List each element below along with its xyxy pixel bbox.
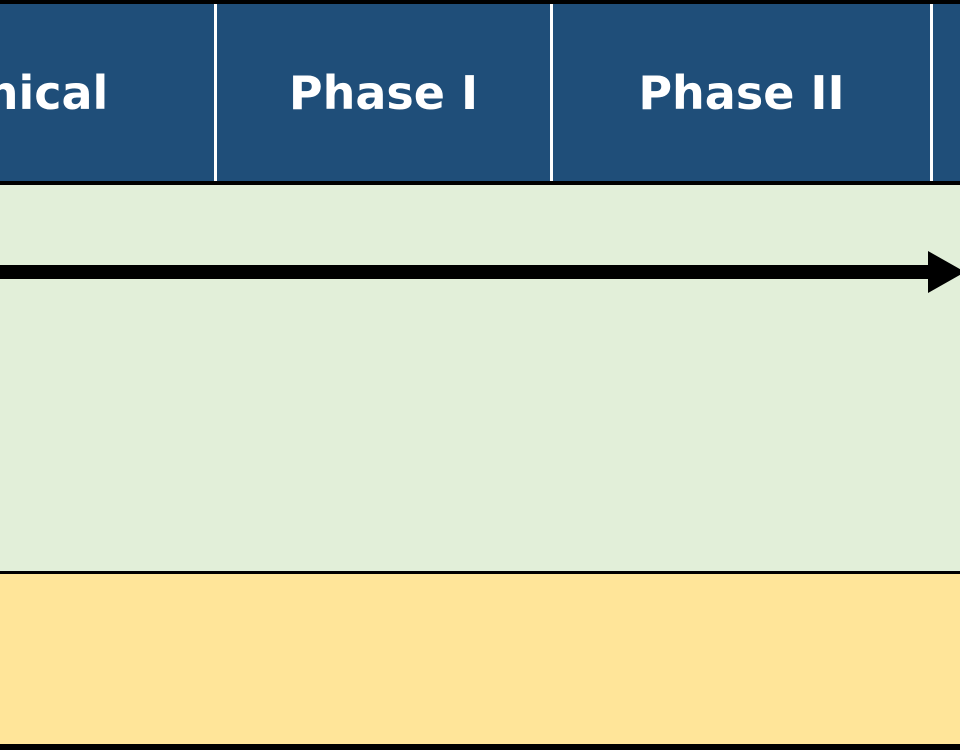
phase-cell-phase-1: Phase I [217, 4, 550, 181]
phase-divider [550, 4, 553, 181]
phase-label-phase-2: Phase II [638, 65, 845, 120]
bottom-band [0, 574, 960, 744]
phase-header-row: nical Phase I Phase II [0, 4, 960, 181]
arrow-shaft [0, 265, 935, 279]
phase-divider [214, 4, 217, 181]
phase-cell-phase-2: Phase II [553, 4, 930, 181]
progress-arrow [0, 251, 960, 293]
arrow-head-icon [928, 251, 960, 293]
phase-label-phase-1: Phase I [288, 65, 479, 120]
progress-band [0, 185, 960, 571]
phase-label-preclinical: nical [0, 65, 109, 120]
phase-cell-preclinical: nical [0, 4, 214, 181]
phase-cell-next [933, 4, 960, 181]
phase-divider [930, 4, 933, 181]
